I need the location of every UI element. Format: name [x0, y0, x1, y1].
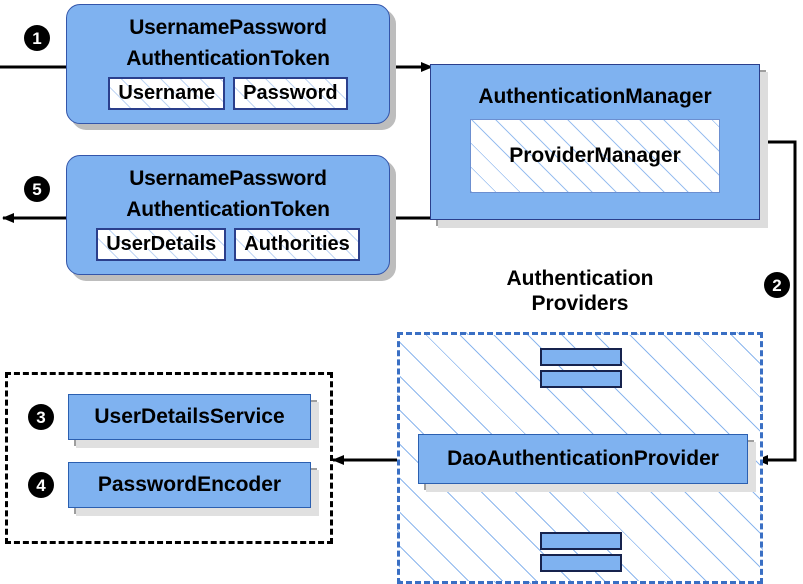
providers-caption-line1: Authentication [506, 267, 654, 290]
user-details-service-label: UserDetailsService [94, 405, 285, 428]
provider-manager-node[interactable]: ProviderManager [470, 119, 720, 193]
response-token-title-line2: AuthenticationToken [126, 197, 330, 221]
provider-bar-top-2[interactable] [540, 370, 622, 388]
field-password: Password [233, 76, 348, 110]
request-authentication-token-node[interactable]: UsernamePassword AuthenticationToken Use… [66, 4, 390, 124]
password-encoder-node[interactable]: PasswordEncoder [68, 462, 311, 508]
provider-collaborators-group [5, 372, 333, 544]
providers-caption-line2: Providers [531, 292, 629, 315]
field-authorities: Authorities [234, 227, 360, 261]
request-token-title-line2: AuthenticationToken [126, 46, 330, 70]
response-token-fields: UserDetails Authorities [77, 227, 379, 261]
field-user-details: UserDetails [96, 227, 227, 261]
password-encoder-label: PasswordEncoder [97, 473, 282, 496]
request-token-fields: Username Password [77, 76, 379, 110]
badge-step-3: 3 [28, 404, 54, 430]
provider-bar-top-1[interactable] [540, 348, 622, 366]
authentication-manager-node[interactable]: AuthenticationManager ProviderManager [430, 64, 760, 220]
field-username: Username [108, 76, 226, 110]
badge-step-2: 2 [764, 272, 790, 298]
response-token-title-line1: UsernamePassword [129, 166, 327, 190]
request-token-title-line1: UsernamePassword [129, 15, 327, 39]
provider-bar-bottom-1[interactable] [540, 532, 622, 550]
user-details-service-node[interactable]: UserDetailsService [68, 394, 311, 440]
badge-step-1: 1 [24, 25, 50, 51]
dao-authentication-provider-label: DaoAuthenticationProvider [447, 447, 719, 470]
provider-bar-bottom-2[interactable] [540, 554, 622, 572]
badge-step-5: 5 [24, 176, 50, 202]
authentication-manager-title: AuthenticationManager [478, 85, 712, 108]
badge-step-4: 4 [28, 472, 54, 498]
dao-authentication-provider-node[interactable]: DaoAuthenticationProvider [418, 434, 748, 484]
response-authentication-token-node[interactable]: UsernamePassword AuthenticationToken Use… [66, 155, 390, 275]
authentication-providers-caption: Authentication Providers [470, 266, 690, 316]
